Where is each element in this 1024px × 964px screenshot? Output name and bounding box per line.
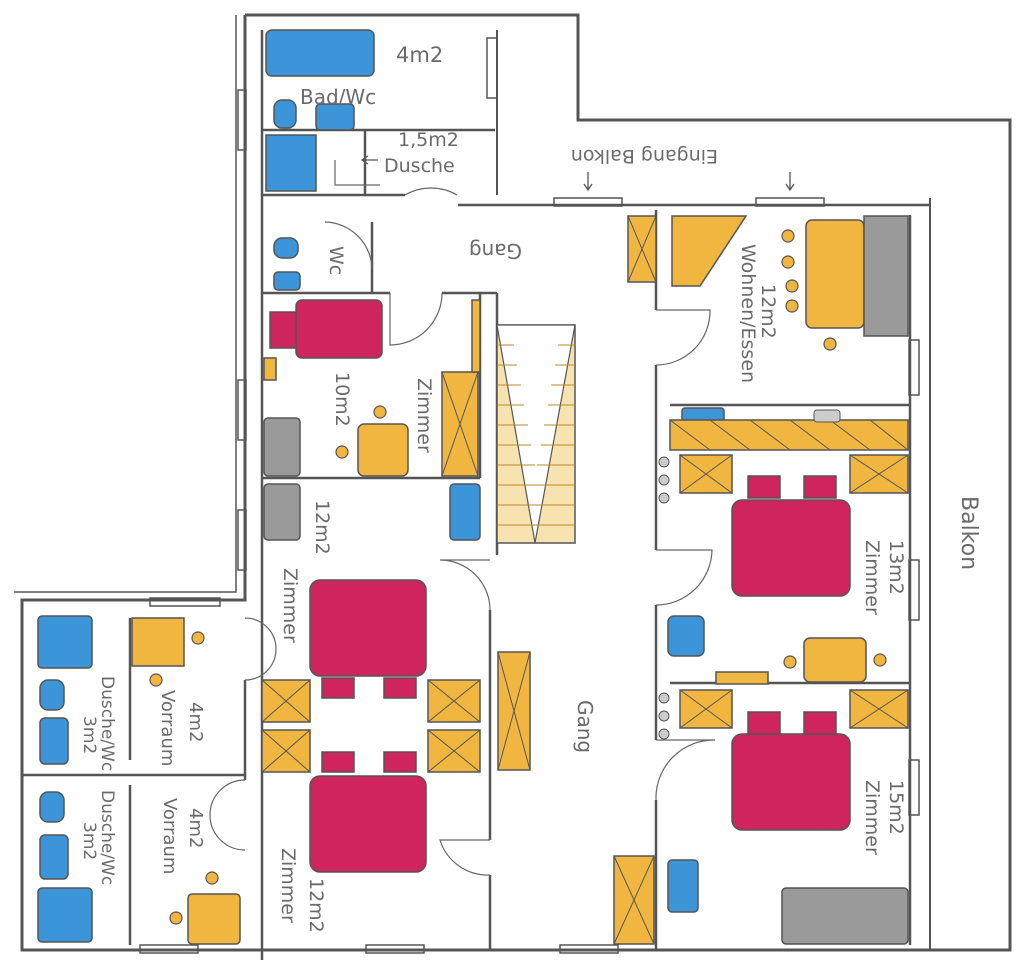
desk-small [357, 423, 409, 477]
beds [269, 299, 851, 873]
label-zimmer-bottom: Zimmer [277, 848, 299, 923]
shower-1 [37, 615, 93, 669]
grey-furniture [263, 215, 909, 945]
shower-2 [37, 887, 93, 943]
label-balkon: Balkon [956, 496, 981, 570]
dining-bench [805, 219, 865, 329]
door-swings [209, 160, 716, 876]
toilet-1 [39, 679, 65, 711]
sofa [863, 215, 909, 337]
windows [139, 37, 920, 954]
bed-right2-pillow-b [803, 711, 837, 735]
kitchen-counter [669, 419, 909, 451]
bed-bottom-pillow-a [321, 751, 355, 773]
label-zimmer-right1: Zimmer [861, 540, 883, 615]
bathtub [265, 29, 375, 77]
sanitary-fixtures [37, 29, 725, 943]
washbasin [315, 103, 355, 131]
label-dusche-wc2: Dusche/Wc [97, 790, 117, 885]
washbasin-wc [273, 271, 301, 291]
washbasin-right2 [667, 859, 699, 913]
label-vorraum1-area: 4m2 [185, 702, 206, 742]
toilet [273, 99, 297, 129]
bed-small [295, 299, 383, 359]
entrance-arrows [360, 155, 795, 192]
label-zimmer-small-area: 10m2 [331, 372, 353, 427]
vertical-shelf [471, 299, 481, 373]
washbasin-room [449, 483, 481, 541]
bed-mid-pillow-b [383, 677, 417, 699]
staircase [496, 324, 576, 544]
label-zimmer-mid-area: 12m2 [311, 500, 333, 555]
grey-cabinet-mid [263, 483, 301, 541]
shelf-right [715, 671, 769, 685]
label-eingang: Eingang Balkon [571, 145, 718, 167]
label-zimmer-right2-area: 15m2 [885, 780, 907, 835]
toilet-wc [273, 237, 299, 259]
label-gang-main: Gang [573, 700, 597, 753]
desk-right [803, 637, 867, 683]
bed-right1-pillow-a [747, 475, 781, 499]
label-gang-top: Gang [469, 239, 522, 263]
label-dusche-area: 1,5m2 [398, 129, 459, 151]
label-dusche-wc2-area: 3m2 [79, 822, 99, 860]
label-bad-wc: Bad/Wc [300, 85, 376, 109]
shower-tray [265, 134, 317, 192]
room-labels: 4m2 Bad/Wc 1,5m2 Dusche Wc Gang Eingang … [79, 43, 981, 933]
bed-bottom-pillow-b [383, 751, 417, 773]
bed-mid-pillow-a [321, 677, 355, 699]
wardrobe-crosses [261, 215, 909, 945]
label-zimmer-small: Zimmer [413, 378, 435, 453]
basin-1 [39, 717, 69, 765]
small-shelf [263, 357, 277, 381]
stove-burners [658, 409, 841, 740]
vorraum2-desk [187, 893, 241, 945]
label-vorraum2-area: 4m2 [185, 808, 206, 848]
bed-bottom [309, 775, 427, 873]
label-vorraum2: Vorraum [159, 798, 180, 874]
bed-small-pillow [269, 311, 297, 349]
grey-bench-bottom [781, 887, 909, 945]
toilet-2 [39, 791, 65, 823]
bed-right2-pillow-a [747, 711, 781, 735]
label-zimmer-right2: Zimmer [861, 780, 883, 855]
label-dusche: Dusche [384, 155, 455, 177]
label-zimmer-bottom-area: 12m2 [305, 878, 327, 933]
basin-2 [39, 834, 69, 880]
label-dusche-wc1-area: 3m2 [79, 716, 99, 754]
label-dusche-wc1: Dusche/Wc [97, 676, 117, 771]
bed-right1-pillow-b [803, 475, 837, 499]
label-bad-wc-area: 4m2 [396, 43, 443, 67]
grey-cabinet-small [263, 417, 301, 477]
label-wohnen: Wohnen/Essen [737, 244, 759, 383]
washbasin-right1 [667, 615, 705, 657]
label-vorraum1: Vorraum [157, 690, 178, 766]
bed-mid [309, 579, 427, 677]
label-zimmer-right1-area: 13m2 [885, 540, 907, 595]
label-wc: Wc [325, 246, 347, 275]
bed-right1 [731, 499, 851, 597]
vorraum1-cabinet [131, 617, 185, 667]
chairs [149, 229, 887, 925]
bed-right2 [731, 733, 851, 831]
label-wohnen-area: 12m2 [757, 284, 779, 339]
label-zimmer-mid: Zimmer [279, 568, 301, 643]
kitchen-corner [671, 215, 748, 287]
